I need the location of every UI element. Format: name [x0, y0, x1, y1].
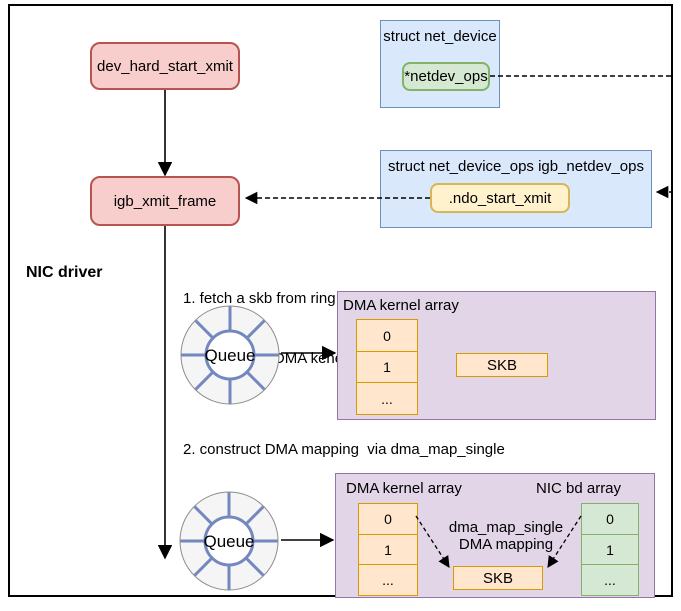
struct-net-device-title: struct net_device [383, 28, 497, 45]
node-label: igb_xmit_frame [113, 192, 217, 210]
node-label: .ndo_start_xmit [448, 189, 552, 207]
queue-hub [203, 515, 255, 567]
array-cell: ... [356, 382, 418, 415]
struct-net-device-ops-title: struct net_device_ops igb_netdev_ops [387, 158, 644, 175]
node-label: dev_hard_start_xmit [97, 57, 233, 75]
nic-bd-array-title: NIC bd array [536, 480, 622, 497]
skb-node-1: SKB [456, 353, 548, 377]
ring-buffer-queue-2: Queue [179, 491, 279, 591]
node-netdev-ops: *netdev_ops [402, 62, 490, 91]
queue-label: Queue [203, 532, 254, 551]
ring-buffer-queue-1: Queue [180, 305, 280, 405]
node-igb-xmit-frame: igb_xmit_frame [90, 176, 240, 226]
nic-bd-array-cells: 0 1 ... [581, 503, 639, 596]
dma-mapping-caption: dma_map_single DMA mapping [431, 519, 581, 553]
step2-caption: 2. construct DMA mapping via dma_map_sin… [183, 441, 505, 458]
dma-kernel-array-cells: 0 1 ... [358, 503, 418, 596]
dma-mapping-line1: dma_map_single [448, 519, 564, 536]
queue-spokes [181, 306, 279, 404]
dma-region-2: DMA kernel array NIC bd array 0 1 ... 0 … [335, 473, 655, 598]
array-cell: 0 [581, 503, 639, 535]
dma-kernel-array-cells: 0 1 ... [356, 319, 418, 415]
dma-mapping-line2: DMA mapping [458, 536, 554, 553]
node-label: *netdev_ops [404, 68, 488, 85]
array-cell: 1 [356, 350, 418, 384]
queue-spokes [180, 492, 278, 590]
array-cell: 1 [358, 533, 418, 566]
array-cell: ... [358, 564, 418, 596]
queue-label: Queue [204, 346, 255, 365]
node-ndo-start-xmit: .ndo_start_xmit [430, 183, 570, 213]
array-cell: ... [581, 564, 639, 596]
dma-kernel-array-title: DMA kernel array [346, 480, 462, 497]
array-cell: 0 [356, 319, 418, 352]
nic-driver-label: NIC driver [26, 264, 103, 281]
dma-kernel-array-title: DMA kernel array [343, 297, 459, 314]
skb-node-2: SKB [453, 566, 543, 590]
node-dev-hard-start-xmit: dev_hard_start_xmit [90, 42, 240, 90]
dma-region-1: DMA kernel array 0 1 ... SKB [337, 291, 656, 420]
array-cell: 0 [358, 503, 418, 535]
queue-hub [204, 329, 256, 381]
array-cell: 1 [581, 533, 639, 566]
